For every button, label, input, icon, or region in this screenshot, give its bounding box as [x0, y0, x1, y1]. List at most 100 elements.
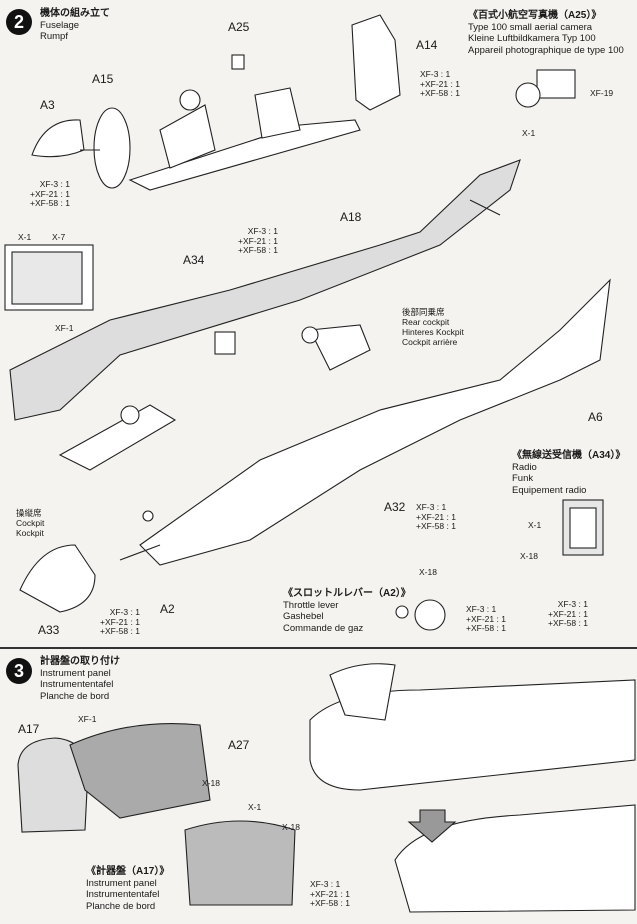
tail-part-a14 [351, 14, 401, 111]
throttle-header: 《スロットルレバー（A2）》 Throttle lever Gashebel C… [283, 588, 411, 634]
pilot-figure [179, 89, 201, 111]
front-cockpit-jp: 操縦席 [16, 508, 42, 518]
step3-title-de: Instrumententafel [40, 679, 114, 690]
seat-frame [159, 104, 216, 169]
panel-detail-title-de: Instrumententafel [86, 889, 160, 900]
throttle-paint: X-18 [419, 567, 437, 577]
mix-a33-line3: +XF-58 : 1 [100, 626, 140, 636]
camera-title-en: Type 100 small aerial camera [468, 21, 593, 33]
part-a6: A6 [588, 410, 603, 424]
part-a34: A34 [183, 253, 205, 267]
aircraft-nose-lower [394, 804, 636, 913]
mix-a14-line2: +XF-21 : 1 [420, 78, 460, 89]
camera-part-a25 [231, 54, 245, 70]
step2-title-de: Rumpf [40, 31, 68, 42]
mix-a14-line3: +XF-58 : 1 [420, 88, 460, 98]
canopy-open [329, 663, 396, 721]
mix-a18-line1: XF-3 : 1 [247, 226, 278, 236]
radio-title-en: Radio [512, 461, 537, 473]
panel-detail-mix-line3: +XF-58 : 1 [310, 898, 350, 908]
panel-detail-header: 《計器盤（A17）》 Instrument panel Instrumenten… [86, 866, 169, 912]
camera-title-fr: Appareil photographique de type 100 [468, 44, 624, 56]
radio-title-fr: Equipement radio [512, 484, 587, 496]
mix-a32-line2: +XF-21 : 1 [416, 511, 456, 522]
throttle-mix-line3: +XF-58 : 1 [466, 623, 506, 633]
radio-mix: XF-3 : 1 +XF-21 : 1 +XF-58 : 1 [548, 599, 588, 629]
mix-a14-line1: XF-3 : 1 [420, 69, 451, 79]
part-a27: A27 [228, 738, 250, 752]
aircraft-nose-upper [309, 679, 636, 791]
step-number-3: 3 [6, 658, 32, 684]
panel-detail-mix: XF-3 : 1 +XF-21 : 1 +XF-58 : 1 [310, 879, 350, 909]
radio-title-jp: 《無線送受信機（A34）》 [512, 450, 626, 461]
mix-a18: XF-3 : 1 +XF-21 : 1 +XF-58 : 1 [238, 226, 278, 256]
camera-title-jp: 《百式小航空写真機（A25）》 [468, 10, 602, 21]
panel-detail-title-fr: Planche de bord [86, 900, 156, 912]
front-cockpit-de: Kockpit [16, 528, 44, 538]
rear-cockpit-en: Rear cockpit [402, 317, 450, 327]
camera-title-de: Kleine Luftbildkamera Typ 100 [468, 33, 596, 44]
front-cockpit-frame [58, 404, 177, 471]
rear-cockpit-de: Hinteres Kockpit [402, 327, 464, 337]
step2-title-jp: 機体の組み立て [40, 8, 110, 19]
mix-a15-line3: +XF-58 : 1 [30, 198, 70, 208]
canopy-a33 [19, 544, 96, 613]
bulkhead-a15 [93, 107, 131, 189]
arrow-down [407, 809, 457, 843]
panel-detail-title-jp: 《計器盤（A17）》 [86, 866, 170, 877]
rear-pilot-head [301, 326, 319, 344]
step3-title-en: Instrument panel [40, 667, 111, 679]
coaming-a27 [69, 723, 211, 819]
mix-a18-line3: +XF-58 : 1 [238, 245, 278, 255]
mix-a33-line1: XF-3 : 1 [109, 607, 140, 617]
part-a15: A15 [92, 72, 114, 86]
part-a18: A18 [340, 210, 362, 224]
rear-cockpit-label: 後部同乗席 Rear cockpit Hinteres Kockpit Cock… [402, 307, 464, 347]
step3-paint-x18: X-18 [202, 778, 220, 788]
inset-paint-x1: X-1 [18, 232, 32, 242]
throttle-title-jp: 《スロットルレバー（A2）》 [283, 588, 411, 599]
mix-a15-line2: +XF-21 : 1 [30, 188, 70, 199]
fuselage-half-a6 [139, 278, 611, 566]
step2-title-en: Fuselage [40, 19, 80, 31]
mix-a14: XF-3 : 1 +XF-21 : 1 +XF-58 : 1 [420, 69, 460, 99]
step-number-2: 2 [6, 9, 32, 35]
panel-detail-title-en: Instrument panel [86, 877, 157, 889]
mix-a33-line2: +XF-21 : 1 [100, 616, 140, 627]
step3-paint-x18b: X-18 [282, 822, 300, 832]
radio-title-de: Funk [512, 473, 534, 484]
mix-a32: XF-3 : 1 +XF-21 : 1 +XF-58 : 1 [416, 502, 456, 532]
radio-paint-x1: X-1 [528, 520, 542, 530]
mix-a18-line2: +XF-21 : 1 [238, 235, 278, 246]
panel-face-detail [184, 820, 296, 906]
throttle-part-a2 [142, 510, 154, 522]
panel-detail-mix-line1: XF-3 : 1 [310, 879, 341, 889]
inset-paint-x7: X-7 [52, 232, 66, 242]
step3-paint-x1: X-1 [248, 802, 262, 812]
step3-header: 計器盤の取り付け Instrument panel Instrumententa… [40, 656, 120, 702]
radio-mix-line3: +XF-58 : 1 [548, 618, 588, 628]
panel-detail-mix-line2: +XF-21 : 1 [310, 888, 350, 899]
fuselage-half-a18 [9, 159, 521, 421]
camera-paint-x1: X-1 [522, 128, 536, 138]
throttle-title-de: Gashebel [283, 611, 324, 622]
rear-cockpit-frame [309, 324, 371, 371]
throttle-drawing [414, 599, 446, 631]
rear-cockpit-fr: Cockpit arrière [402, 337, 458, 347]
throttle-title-en: Throttle lever [283, 599, 339, 611]
mix-a15-line1: XF-3 : 1 [39, 179, 70, 189]
part-a33: A33 [38, 623, 60, 637]
radio-header: 《無線送受信機（A34）》 Radio Funk Equipement radi… [512, 450, 625, 496]
nose-cone-a3 [31, 119, 85, 158]
front-cockpit-en: Cockpit [16, 518, 45, 528]
part-a2: A2 [160, 602, 175, 616]
radio-mix-line1: XF-3 : 1 [557, 599, 588, 609]
section-divider [0, 647, 637, 649]
front-cockpit-label: 操縦席 Cockpit Kockpit [16, 508, 44, 538]
camera-drawing [536, 69, 576, 99]
camera-paint-xf19: XF-19 [590, 88, 614, 98]
part-a32: A32 [384, 500, 406, 514]
throttle-mix-line2: +XF-21 : 1 [466, 613, 506, 624]
